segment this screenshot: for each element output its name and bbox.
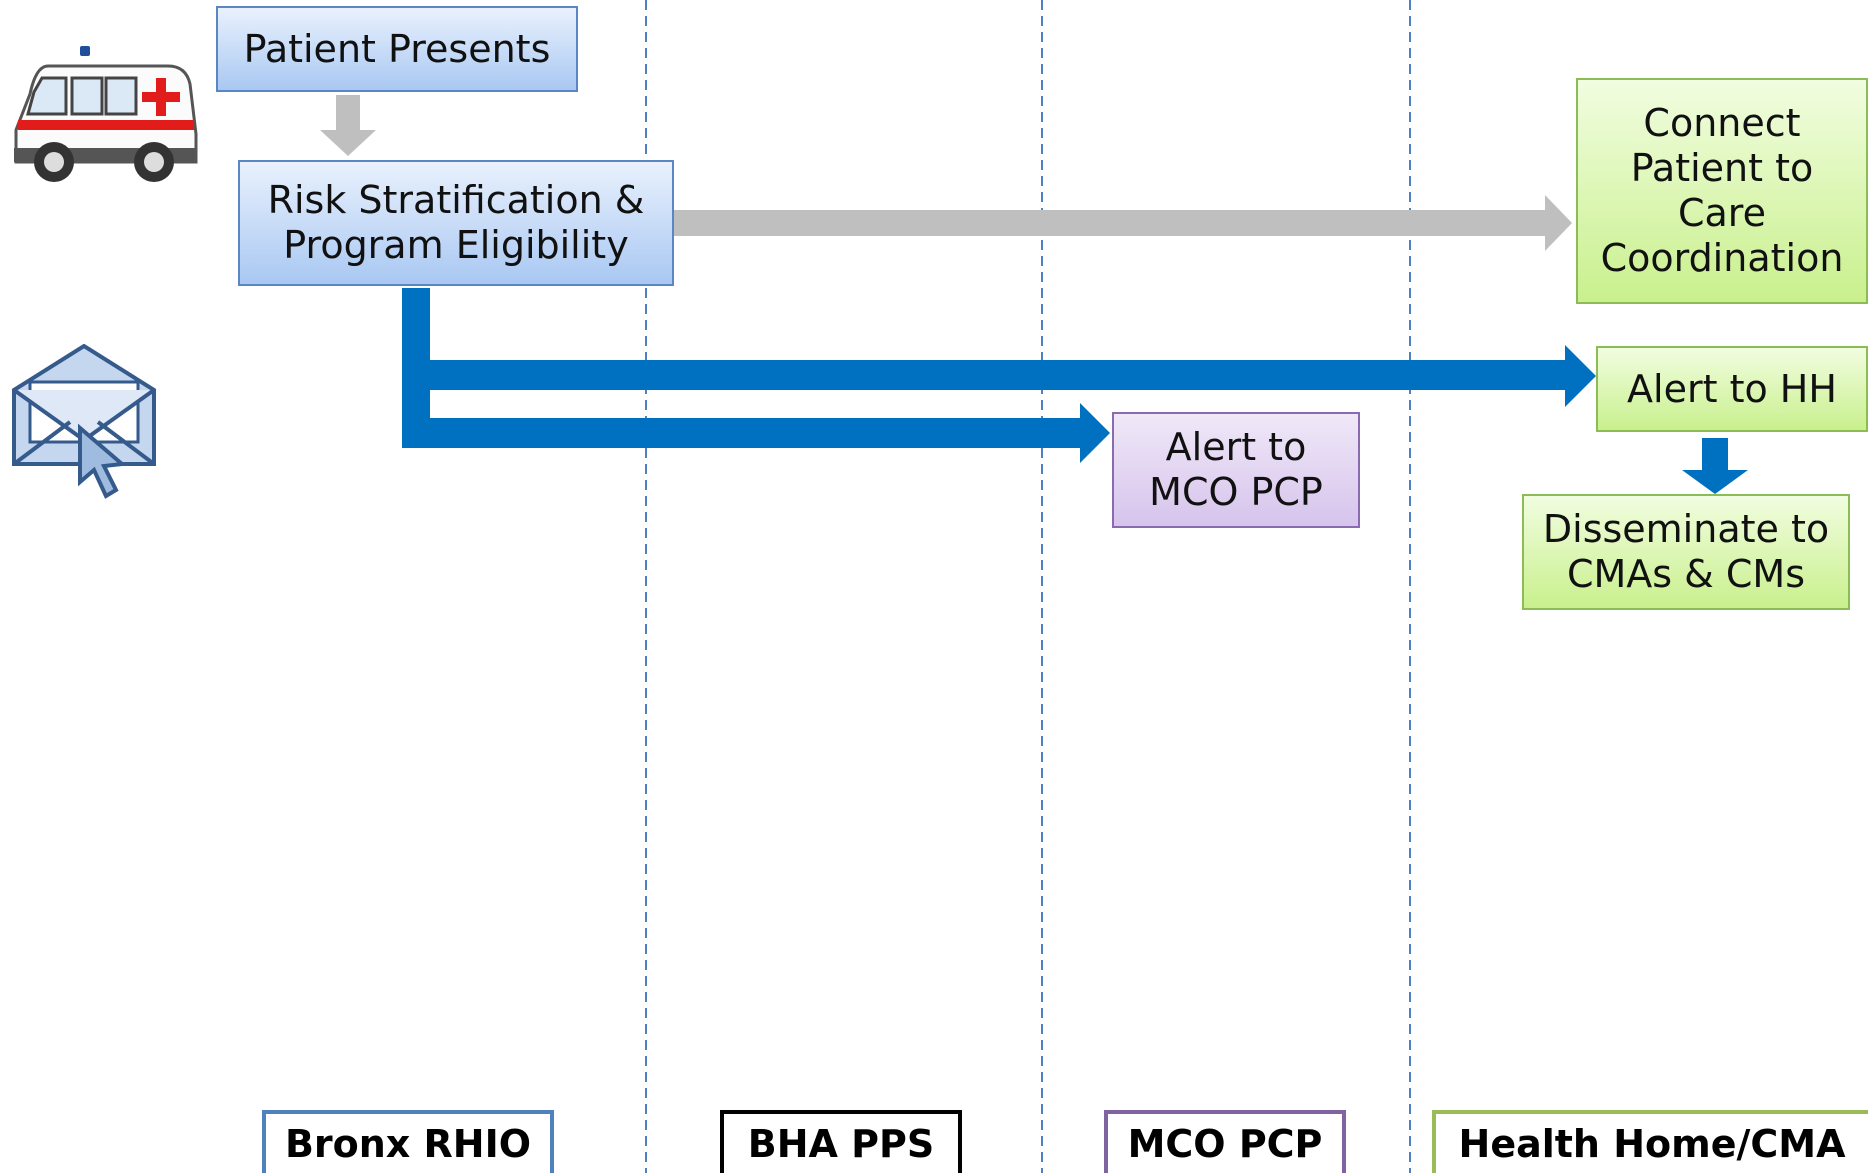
alert-mco-box: Alert to MCO PCP — [1112, 412, 1360, 528]
arrow-presents-to-risk — [320, 95, 376, 156]
arrow-risk-to-hh — [402, 288, 1596, 416]
lane-label-bronx-rhio: Bronx RHIO — [262, 1110, 554, 1173]
ambulance-icon — [14, 46, 198, 182]
email-alert-icon — [12, 344, 156, 499]
risk-stratification-box: Risk Stratification & Program Eligibilit… — [238, 160, 674, 286]
connect-patient-box: Connect Patient to Care Coordination — [1576, 78, 1868, 304]
lane-label-mco-pcp: MCO PCP — [1104, 1110, 1346, 1173]
lane-label-health-home: Health Home/CMA — [1432, 1110, 1868, 1173]
lane-label-bha-pps: BHA PPS — [720, 1110, 962, 1173]
alert-hh-box: Alert to HH — [1596, 346, 1868, 432]
arrow-hh-to-disseminate — [1682, 438, 1748, 494]
disseminate-box: Disseminate to CMAs & CMs — [1522, 494, 1850, 610]
arrow-risk-to-connect — [674, 195, 1572, 251]
arrow-risk-to-mco — [402, 403, 1110, 463]
patient-presents-box: Patient Presents — [216, 6, 578, 92]
